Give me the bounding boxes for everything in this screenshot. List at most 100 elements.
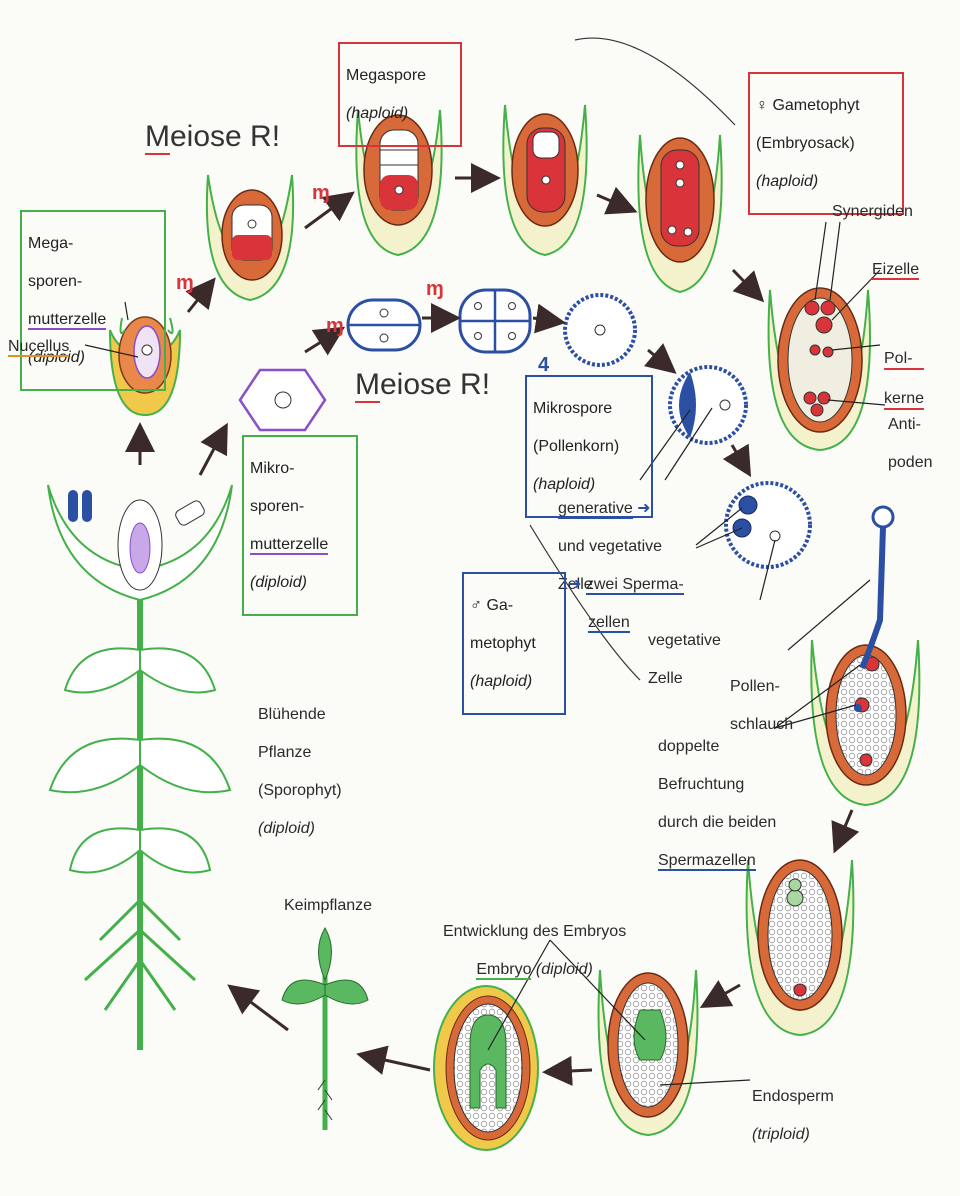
embryo-ploidy: (diploid) (535, 961, 593, 978)
meiosis-top-rest: eiose R! (170, 120, 281, 153)
megaspore-label: Megaspore (346, 67, 427, 84)
meiosis-mark-1: ɱ (176, 272, 194, 294)
pollen-tube-line-1: Pollen- (730, 678, 780, 695)
endosperm-label: Endosperm (triploid) (752, 1068, 834, 1163)
generative-line-3: Zelle (558, 576, 593, 593)
arrow-to-seedling (356, 1045, 431, 1075)
arrow-to-endosperm (831, 809, 860, 854)
arrow-to-microspore (532, 303, 566, 334)
endosperm-line-1: Endosperm (752, 1088, 834, 1105)
antipodes-line-2: poden (888, 454, 933, 471)
microspore (563, 293, 637, 367)
arrow-to-pollen (643, 343, 677, 374)
double-fert-line-4: Spermazellen (658, 852, 756, 871)
polar-nuclei-line-2: kerne (884, 389, 925, 410)
flowering-plant (47, 484, 233, 1050)
antipodes-label: Anti- poden (888, 396, 933, 491)
male-gametophyte-ploidy: (haploid) (470, 673, 533, 690)
seed (433, 985, 539, 1151)
antipodes-line-1: Anti- (888, 416, 921, 433)
two-sperm-line-2: zellen (588, 614, 630, 633)
flowering-plant-label: Blühende Pflanze (Sporophyt) (diploid) (258, 686, 342, 857)
meiosis-top-initial: M (145, 120, 170, 155)
step-mark: 4 (538, 354, 550, 376)
label-pointer-lines (84, 221, 886, 1086)
megaspore-ploidy: (haploid) (346, 105, 409, 122)
megasporocyte-line-2: sporen- (28, 273, 83, 290)
tetrad (458, 288, 532, 354)
arrow-to-dyad (304, 326, 346, 356)
male-gametophyte-label-box: ♂ Ga- metophyt (haploid) (462, 572, 566, 715)
embryo-dev-line-2: Embryo (476, 961, 532, 980)
ovule-embryo-sac-2 (502, 104, 588, 257)
embryo-dev-line-1: Entwicklung des Embryos (443, 923, 627, 940)
microspore-ploidy: (haploid) (533, 476, 596, 493)
generative-line-1: generative (558, 500, 633, 519)
microspore-line-2: (Pollenkorn) (533, 438, 620, 455)
two-sperm-line-1: zwei Sperma- (585, 576, 684, 595)
megasporocyte-ploidy: (diploid) (28, 349, 85, 366)
synergids-label: Synergiden (832, 203, 913, 220)
polar-nuclei-line-1: Pol- (884, 349, 925, 370)
seedling (281, 927, 369, 1130)
microsporocyte-label-box: Mikro- sporen- mutterzelle (diploid) (242, 435, 358, 616)
microsporocyte (238, 368, 327, 432)
generative-vegetative-label: generative ➜ und vegetative Zelle (558, 500, 663, 593)
ovule-meiosis-stage (205, 174, 295, 302)
double-fert-line-2: Befruchtung (658, 776, 745, 793)
arrow-to-mature-sac (731, 268, 765, 303)
vegetative-cell-label: vegetative Zelle (648, 612, 721, 707)
arrow-plant-to-microsporocyte (198, 422, 228, 476)
polar-nuclei-label: Pol- kerne (884, 330, 925, 429)
female-gametophyte-label-box: ♀ Gametophyt (Embryosack) (haploid) (748, 72, 904, 215)
arrow-to-megaspore (304, 191, 355, 230)
female-gametophyte-ploidy: (haploid) (756, 173, 819, 190)
megasporocyte-line-3: mutterzelle (28, 311, 107, 330)
male-gametophyt-bracket-line (529, 524, 641, 681)
flowering-line-3: (Sporophyt) (258, 782, 342, 799)
generative-line-2: und vegetative (558, 538, 663, 555)
double-fert-line-3: durch die beiden (658, 814, 777, 831)
meiosis-mid-rest: eiose R! (380, 368, 491, 401)
vegetative-line-2: Zelle (648, 670, 683, 687)
ovule-megaspore-tetrad (355, 109, 443, 257)
female-gametophyte-label: ♀ Gametophyt (756, 97, 860, 114)
megaspore-label-box: Megaspore (haploid) (338, 42, 462, 147)
ovule-endosperm (745, 859, 855, 1037)
microspore-label-box: Mikrospore (Pollenkorn) (haploid) (525, 375, 653, 518)
ovule-megasporocyte (109, 316, 181, 417)
cycle-arrows (125, 163, 860, 1086)
meiosis-label-top: Meiose R! (145, 120, 281, 155)
meiosis-mark-2: ɱ (312, 182, 330, 204)
ovule-embryo-sac-4 (637, 134, 723, 294)
endosperm-ploidy: (triploid) (752, 1126, 810, 1143)
ovule-fertilization (810, 505, 921, 807)
microsporocyte-line-1: Mikro- (250, 460, 295, 477)
microsporocyte-line-3: mutterzelle (250, 536, 329, 555)
meiosis-mark-4: ɱ (426, 278, 444, 300)
dyad (346, 298, 422, 352)
megasporocyte-line-1: Mega- (28, 235, 74, 252)
arrow-to-seed (542, 1055, 593, 1086)
pollen-two-sperm (724, 481, 812, 569)
pollen-tube-line-2: schlauch (730, 716, 794, 733)
arrow-to-embryo (699, 980, 741, 1008)
arrow-to-plant (227, 984, 289, 1032)
microsporocyte-ploidy: (diploid) (250, 574, 307, 591)
megasporocyte-label-box: Mega- sporen- mutterzelle (diploid) (20, 210, 166, 391)
pollen-tube-label: Pollen- schlauch (730, 658, 793, 753)
flowering-line-1: Blühende (258, 706, 326, 723)
two-sperm-label: ➜ zwei Sperma- zellen (568, 576, 684, 633)
egg-cell-label: Eizelle (872, 261, 920, 280)
arrow-to-two-sperm (722, 443, 752, 478)
double-fertilization-label: doppelte Befruchtung durch die beiden Sp… (658, 718, 776, 889)
microsporocyte-line-2: sporen- (250, 498, 305, 515)
ovule-embryo-development (597, 969, 699, 1137)
arrow-to-meiosis (185, 277, 216, 313)
ovule-mature-embryo-sac (767, 287, 871, 452)
nucellus-label: Nucellus (8, 338, 70, 357)
seedling-label: Keimpflanze (284, 897, 373, 914)
meiosis-label-mid: Meiose R! (355, 368, 491, 403)
